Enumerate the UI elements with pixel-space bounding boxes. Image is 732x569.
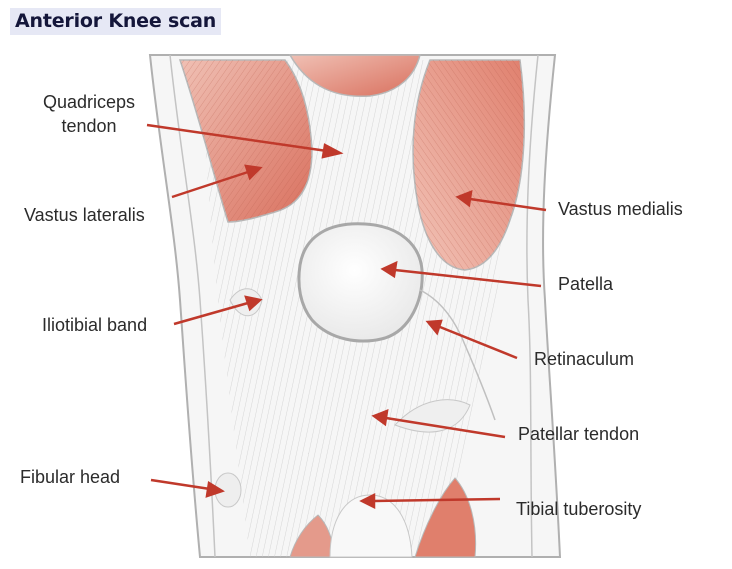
- arrow-vastus-medialis: [455, 190, 547, 212]
- page-title: Anterior Knee scan: [10, 8, 222, 35]
- arrow-iliotibial-band: [173, 295, 263, 326]
- label-iliotibial-band: Iliotibial band: [42, 315, 148, 335]
- label-vastus-lateralis: Vastus lateralis: [24, 205, 145, 225]
- arrow-patellar-tendon: [371, 409, 506, 439]
- label-quadriceps-tendon-line1: Quadriceps: [42, 92, 136, 112]
- label-quadriceps-tendon: Quadriceps tendon: [30, 90, 148, 138]
- lateral-condyle-shape: [229, 288, 263, 317]
- vastus-medialis-muscle: [412, 59, 526, 271]
- arrow-fibular-head: [150, 478, 225, 498]
- arrow-tibial-tuberosity: [359, 492, 501, 510]
- medial-condyle-shape: [394, 399, 471, 433]
- arrow-vastus-lateralis: [171, 164, 263, 199]
- retinaculum-contour: [419, 289, 496, 421]
- tibial-tuberosity-shape: [329, 494, 413, 558]
- arrow-quadriceps-tendon: [146, 123, 344, 159]
- label-patella: Patella: [558, 274, 614, 294]
- rectus-femoris-muscle: [288, 54, 421, 98]
- arrow-retinaculum: [425, 319, 518, 360]
- label-vastus-medialis: Vastus medialis: [558, 199, 683, 219]
- label-quadriceps-tendon-line2: tendon: [61, 116, 117, 136]
- label-fibular-head: Fibular head: [20, 467, 121, 487]
- label-patellar-tendon: Patellar tendon: [518, 424, 640, 444]
- vastus-lateralis-muscle: [178, 59, 313, 223]
- label-retinaculum: Retinaculum: [534, 349, 635, 369]
- arrow-patella: [380, 260, 542, 288]
- lower-medial-muscle: [414, 477, 477, 558]
- label-tibial-tuberosity: Tibial tuberosity: [516, 499, 642, 519]
- patella-shape: [297, 222, 424, 343]
- arrows: [146, 123, 547, 510]
